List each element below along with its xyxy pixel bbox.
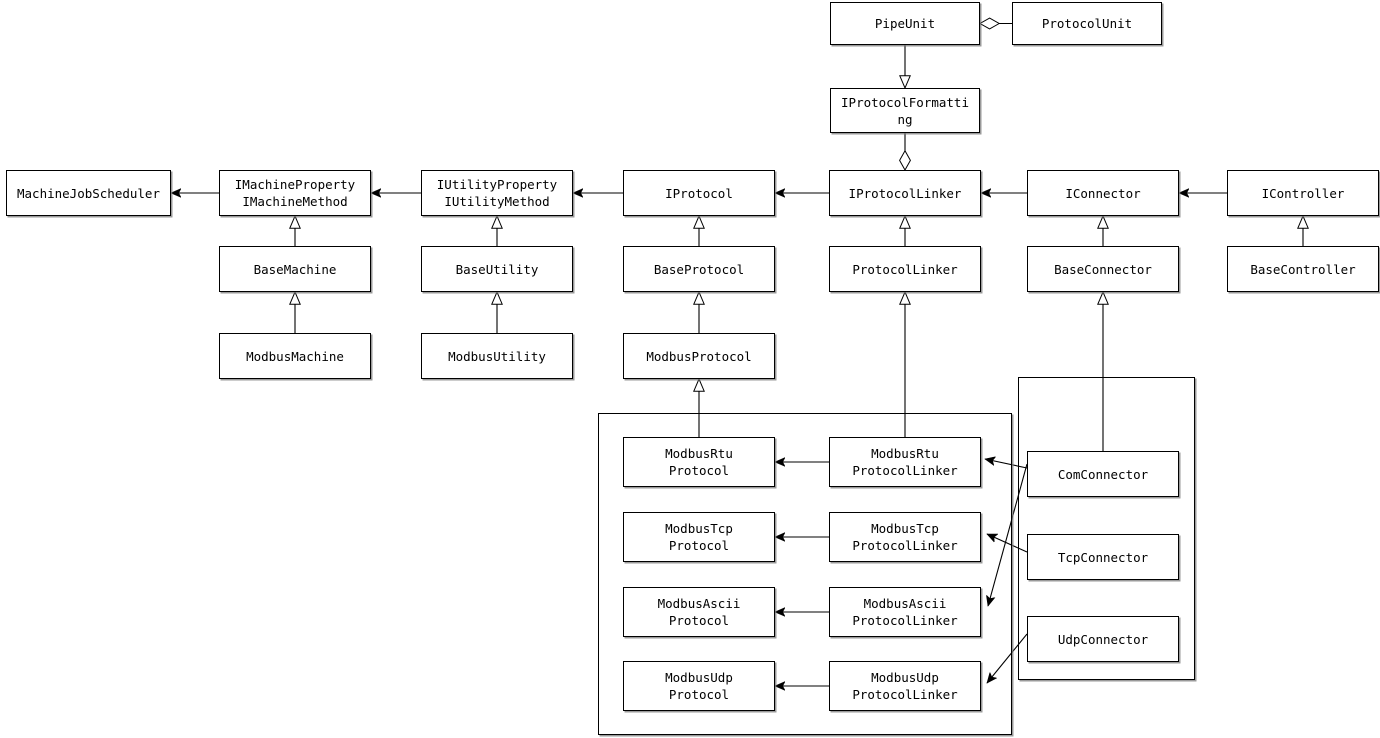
class-label: ModbusMachine bbox=[246, 348, 344, 364]
class-label: ComConnector bbox=[1057, 466, 1149, 482]
class-box-ModbusTcpProtocol[interactable]: ModbusTcp Protocol bbox=[623, 512, 775, 562]
class-label: ModbusUtility bbox=[448, 348, 546, 364]
class-box-ModbusProtocol[interactable]: ModbusProtocol bbox=[623, 333, 775, 379]
class-label: BaseUtility bbox=[455, 261, 539, 277]
class-box-ModbusUdpProtocol[interactable]: ModbusUdp Protocol bbox=[623, 661, 775, 711]
class-label: ModbusUdp ProtocolLinker bbox=[852, 670, 958, 702]
class-box-ComConnector[interactable]: ComConnector bbox=[1027, 451, 1179, 497]
class-box-ModbusAsciiProtocol[interactable]: ModbusAscii Protocol bbox=[623, 587, 775, 637]
class-box-IProtocol[interactable]: IProtocol bbox=[623, 170, 775, 216]
class-label: ModbusProtocol bbox=[646, 348, 752, 364]
class-box-IMachinePropertyMethod[interactable]: IMachineProperty IMachineMethod bbox=[219, 170, 371, 216]
class-label: BaseMachine bbox=[253, 261, 337, 277]
class-box-ProtocolUnit[interactable]: ProtocolUnit bbox=[1012, 2, 1162, 45]
class-box-BaseProtocol[interactable]: BaseProtocol bbox=[623, 246, 775, 292]
class-box-IController[interactable]: IController bbox=[1227, 170, 1379, 216]
class-label: ModbusRtu Protocol bbox=[665, 446, 733, 478]
class-label: BaseConnector bbox=[1054, 261, 1152, 277]
class-label: IUtilityProperty IUtilityMethod bbox=[436, 177, 558, 209]
class-box-IConnector[interactable]: IConnector bbox=[1027, 170, 1179, 216]
class-box-ModbusAsciiProtocolLinker[interactable]: ModbusAscii ProtocolLinker bbox=[829, 587, 981, 637]
class-label: ModbusTcp Protocol bbox=[665, 521, 733, 553]
class-label: IConnector bbox=[1065, 185, 1141, 201]
class-label: ProtocolUnit bbox=[1041, 16, 1133, 31]
class-box-ModbusRtuProtocolLinker[interactable]: ModbusRtu ProtocolLinker bbox=[829, 437, 981, 487]
class-label: IController bbox=[1261, 185, 1345, 201]
class-box-BaseUtility[interactable]: BaseUtility bbox=[421, 246, 573, 292]
class-box-ModbusUtility[interactable]: ModbusUtility bbox=[421, 333, 573, 379]
class-box-IProtocolLinker[interactable]: IProtocolLinker bbox=[829, 170, 981, 216]
class-label: ModbusAscii ProtocolLinker bbox=[852, 596, 958, 628]
class-label: ModbusUdp Protocol bbox=[665, 670, 733, 702]
class-label: BaseProtocol bbox=[653, 261, 745, 277]
class-label: IProtocolLinker bbox=[848, 185, 962, 201]
class-label: ProtocolLinker bbox=[852, 261, 958, 277]
class-label: UdpConnector bbox=[1057, 631, 1149, 647]
class-label: MachineJobScheduler bbox=[17, 185, 160, 201]
class-box-ModbusRtuProtocol[interactable]: ModbusRtu Protocol bbox=[623, 437, 775, 487]
class-box-ProtocolLinker[interactable]: ProtocolLinker bbox=[829, 246, 981, 292]
class-label: ModbusRtu ProtocolLinker bbox=[852, 446, 958, 478]
class-box-BaseController[interactable]: BaseController bbox=[1227, 246, 1379, 292]
class-box-TcpConnector[interactable]: TcpConnector bbox=[1027, 534, 1179, 580]
class-box-IProtocolFormatting[interactable]: IProtocolFormatti ng bbox=[830, 88, 980, 133]
class-box-ModbusTcpProtocolLinker[interactable]: ModbusTcp ProtocolLinker bbox=[829, 512, 981, 562]
class-label: IProtocol bbox=[665, 185, 733, 201]
class-label: IMachineProperty IMachineMethod bbox=[234, 177, 356, 209]
class-box-IUtilityPropertyMethod[interactable]: IUtilityProperty IUtilityMethod bbox=[421, 170, 573, 216]
class-box-ModbusUdpProtocolLinker[interactable]: ModbusUdp ProtocolLinker bbox=[829, 661, 981, 711]
class-box-BaseConnector[interactable]: BaseConnector bbox=[1027, 246, 1179, 292]
class-label: ModbusAscii Protocol bbox=[657, 596, 741, 628]
class-label: ModbusTcp ProtocolLinker bbox=[852, 521, 958, 553]
class-box-UdpConnector[interactable]: UdpConnector bbox=[1027, 616, 1179, 662]
class-label: BaseController bbox=[1250, 261, 1356, 277]
class-label: IProtocolFormatti ng bbox=[841, 94, 969, 127]
class-box-PipeUnit[interactable]: PipeUnit bbox=[830, 2, 980, 45]
class-label: TcpConnector bbox=[1057, 549, 1149, 565]
class-box-MachineJobScheduler[interactable]: MachineJobScheduler bbox=[6, 170, 171, 216]
class-box-ModbusMachine[interactable]: ModbusMachine bbox=[219, 333, 371, 379]
class-label: PipeUnit bbox=[874, 16, 936, 31]
class-box-BaseMachine[interactable]: BaseMachine bbox=[219, 246, 371, 292]
